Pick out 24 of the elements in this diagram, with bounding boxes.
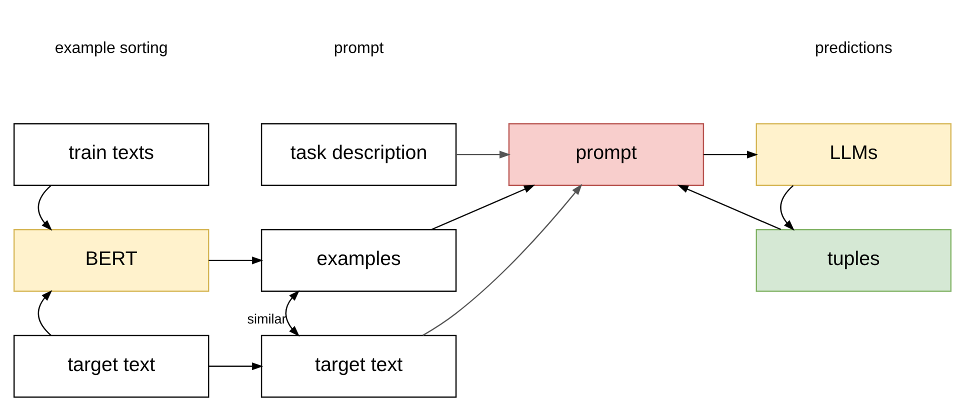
node-box: task description [260,122,457,186]
arrow [704,150,758,158]
node-box: target text [13,334,210,398]
label: example sorting [54,39,168,56]
node-box: examples [260,228,457,292]
arrow [208,256,264,264]
arrow [422,183,582,336]
edge-label: similar [247,310,286,326]
node-box: BERT [13,228,210,292]
arrow [38,184,52,230]
label: predictions [814,39,892,56]
node-box: tuples [756,228,952,292]
arrow [456,150,511,158]
node-box: train texts [13,122,210,186]
arrow [38,290,52,336]
node-box: target text [260,334,457,398]
arrow [780,184,795,230]
arrow [208,362,264,370]
node-box: prompt [508,122,704,186]
label: prompt [334,39,384,56]
arrow [677,184,782,230]
node-box: LLMs [756,122,952,186]
arrow [431,184,536,230]
arrow [285,290,300,336]
